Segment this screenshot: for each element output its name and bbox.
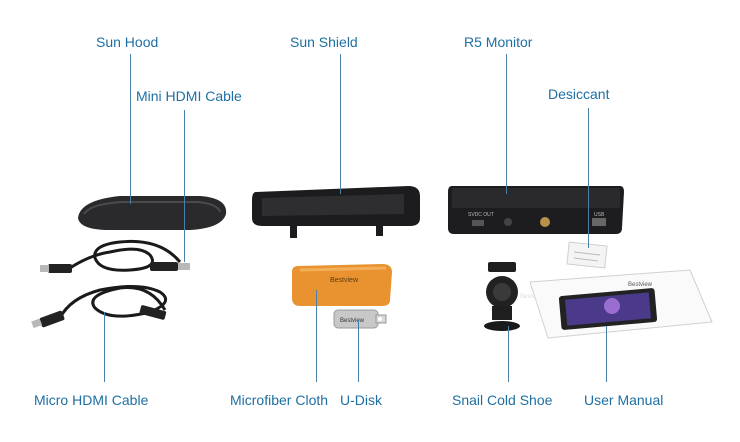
sun-hood: [78, 196, 227, 230]
microfiber-leader-line: [316, 290, 318, 382]
svg-text:SVDC OUT: SVDC OUT: [468, 212, 494, 218]
label-snail-cold-shoe: Snail Cold Shoe: [452, 392, 553, 408]
label-micro-hdmi-cable: Micro HDMI Cable: [34, 392, 149, 408]
label-microfiber-cloth: Microfiber Cloth: [230, 392, 329, 408]
sun-shield-leader-line: [340, 54, 342, 194]
sun-shield: [252, 186, 420, 238]
r5-monitor: SVDC OUT USB: [448, 186, 624, 234]
svg-text:Bestview: Bestview: [628, 282, 653, 288]
svg-text:Bestview: Bestview: [520, 294, 545, 300]
label-u-disk: U-Disk: [340, 392, 382, 408]
mini-hdmi-cable: [40, 239, 190, 273]
micro-hdmi-leader-line: [104, 312, 106, 382]
label-r5-monitor: R5 Monitor: [464, 34, 533, 50]
label-desiccant: Desiccant: [548, 86, 610, 102]
sun-hood-leader-line: [130, 54, 132, 204]
u-disk: Bestview: [333, 309, 387, 329]
desiccant: [566, 241, 608, 269]
snail-cold-shoe-leader-line: [508, 326, 510, 382]
microfiber-cloth: Bestview: [292, 264, 392, 306]
label-sun-shield: Sun Shield: [290, 34, 358, 50]
label-mini-hdmi-cable: Mini HDMI Cable: [136, 88, 242, 104]
mini-hdmi-leader-line: [184, 110, 186, 262]
user-manual: Bestview: [529, 269, 713, 339]
svg-text:USB: USB: [594, 212, 605, 218]
label-sun-hood: Sun Hood: [96, 34, 159, 50]
r5-monitor-leader-line: [506, 54, 508, 194]
desiccant-leader-line: [588, 108, 590, 248]
svg-text:Bestview: Bestview: [340, 318, 365, 324]
user-manual-leader-line: [606, 326, 608, 382]
micro-hdmi-cable: [31, 285, 168, 329]
snail-cold-shoe: Bestview: [484, 262, 545, 331]
svg-text:Bestview: Bestview: [330, 277, 359, 284]
label-user-manual: User Manual: [584, 392, 664, 408]
u-disk-leader-line: [358, 320, 360, 382]
